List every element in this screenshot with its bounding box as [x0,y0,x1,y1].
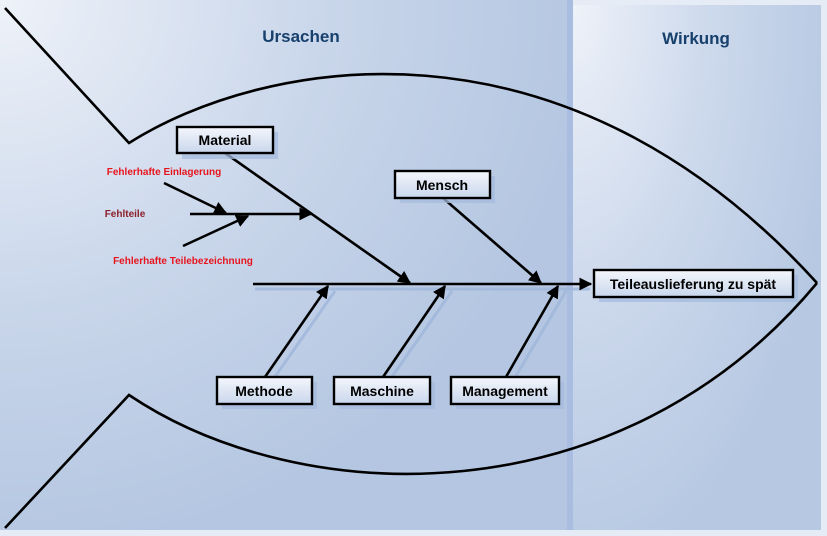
effect-panel [573,5,821,530]
box-frame [393,169,492,200]
box-frame [592,268,795,299]
fish-outline-upper [4,7,818,284]
causes-title: Ursachen [262,27,339,46]
subcause-fehlerhafte-einlagerung: Fehlerhafte Einlagerung [107,167,221,178]
bone-maschine [381,284,447,378]
box-frame [215,375,314,406]
box-frame [449,375,561,406]
effect-box[interactable]: Teileauslieferung zu spät [592,268,798,302]
subcause-fehlteile: Fehlteile [105,209,146,220]
subcause-arrow-einlagerung [163,181,228,215]
category-box-maschine[interactable]: Maschine [332,375,435,409]
panel-divider [567,0,573,530]
category-label-maschine: Maschine [350,383,414,399]
effect-label: Teileauslieferung zu spät [610,276,777,292]
bone-shadow [270,290,337,382]
box-frame [175,125,275,155]
bone-shadow [511,290,568,382]
box-frame [332,375,432,406]
bone-shadow [387,290,454,382]
category-label-mensch: Mensch [416,177,468,193]
subcause-fehlerhafte-teilebezeichnung: Fehlerhafte Teilebezeichnung [113,256,253,267]
category-box-material[interactable]: Material [175,125,278,159]
bone-management [504,284,560,378]
causes-panel [0,0,567,530]
bone-mensch [442,197,542,284]
fish-outline-lower [4,282,818,529]
category-label-material: Material [199,132,252,148]
category-box-management[interactable]: Management [449,375,564,409]
category-box-methode[interactable]: Methode [215,375,317,409]
category-box-mensch[interactable]: Mensch [393,169,495,203]
category-label-management: Management [462,383,548,399]
bone-material [224,151,412,285]
category-label-methode: Methode [235,383,293,399]
effect-title: Wirkung [662,29,730,48]
bone-methode [263,284,330,378]
subcause-arrow-teilebezeichnung [182,214,250,248]
